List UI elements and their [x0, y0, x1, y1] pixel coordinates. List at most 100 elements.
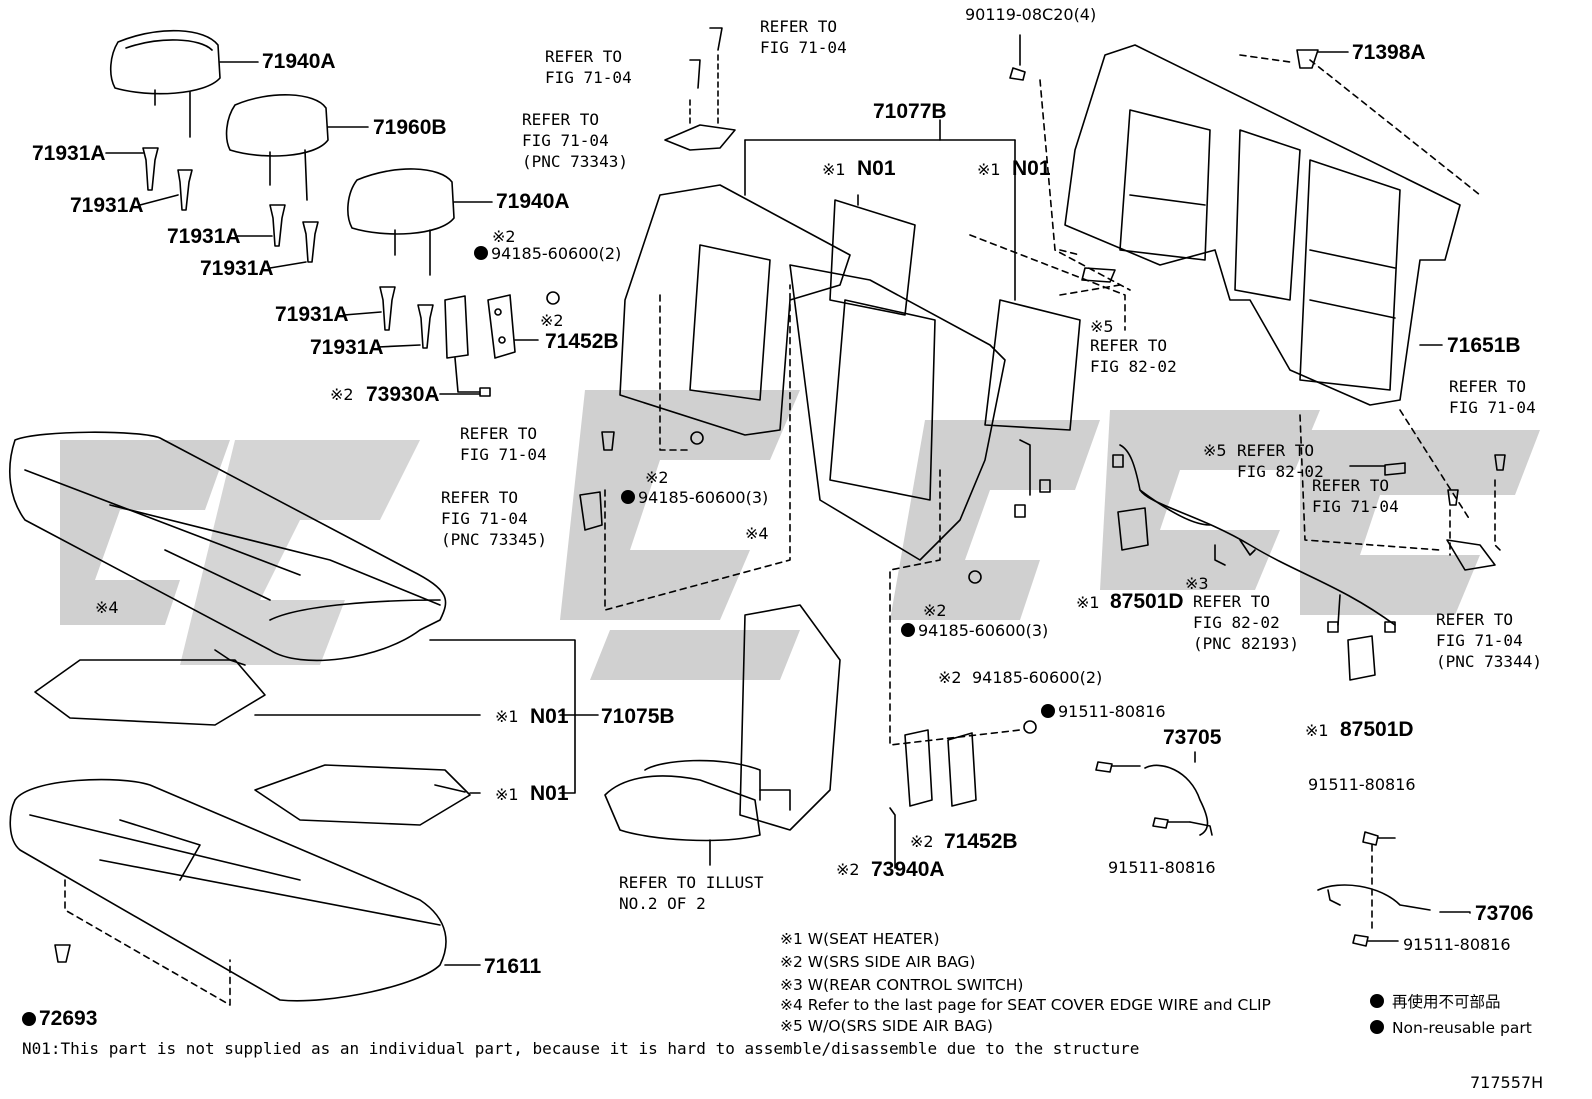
code-94185-b-text: 94185-60600(3) — [638, 488, 769, 507]
code-94185-b: 94185-60600(3) — [621, 490, 768, 506]
label-n01-d: N01 — [530, 782, 569, 805]
note-4: ※4 Refer to the last page for SEAT COVER… — [780, 996, 1271, 1014]
headrest-71960b — [225, 94, 369, 201]
mark-1-n01-a: ※1 — [822, 160, 846, 179]
label-n01-c: N01 — [530, 705, 569, 728]
non-reusable-dot-icon — [621, 490, 635, 504]
legend-jp: 再使用不可部品 — [1370, 994, 1500, 1011]
code-91511-b: 91511-80816 — [1108, 858, 1216, 877]
seat-cushion-assy-71611 — [9, 778, 481, 1002]
label-72693: 72693 — [22, 1008, 97, 1029]
refer-fig-71-04-pnc73344[interactable]: REFER TO FIG 71-04 (PNC 73344) — [1436, 610, 1542, 671]
code-91511-a: 91511-80816 — [1041, 704, 1166, 720]
label-71960b: 71960B — [373, 116, 447, 139]
watermark-logo — [60, 390, 1540, 680]
control-switch-87501d — [1117, 507, 1376, 681]
footnote-n01: N01:This part is not supplied as an indi… — [22, 1039, 1140, 1058]
label-n01-b: N01 — [1012, 157, 1051, 180]
refer-fig-71-04-c[interactable]: REFER TO FIG 71-04 — [460, 424, 547, 464]
code-94185-a: 94185-60600(2) — [474, 246, 621, 262]
headrest-71940a-top — [109, 29, 259, 138]
label-71398a: 71398A — [1352, 41, 1426, 64]
center-armrest — [604, 604, 841, 866]
non-reusable-dot-icon — [901, 623, 915, 637]
note-5: ※5 W/O(SRS SIDE AIR BAG) — [780, 1017, 993, 1035]
hinge-bracket-73343 — [664, 27, 736, 151]
refer-fig-71-04-b[interactable]: REFER TO FIG 71-04 — [545, 47, 632, 87]
mark-2-73930a: ※2 — [330, 385, 354, 404]
refer-illust-no2[interactable]: REFER TO ILLUST NO.2 OF 2 — [619, 873, 764, 913]
refer-fig-71-04-e[interactable]: REFER TO FIG 71-04 — [1312, 476, 1399, 516]
non-reusable-dot-icon — [1370, 994, 1384, 1008]
mark-5-fig-82-02-b: ※5 — [1203, 441, 1227, 460]
legend-jp-text: 再使用不可部品 — [1391, 993, 1501, 1011]
non-reusable-dot-icon — [22, 1012, 36, 1026]
label-73930a: 73930A — [366, 383, 440, 406]
label-73705: 73705 — [1163, 726, 1222, 749]
label-71931a-5: 71931A — [275, 303, 349, 326]
mark-3-pnc82193: ※3 — [1185, 574, 1209, 593]
mark-1-n01-c: ※1 — [495, 707, 519, 726]
code-91511-c: 91511-80816 — [1308, 775, 1416, 794]
mark-4-edge-wire-a: ※4 — [745, 524, 769, 543]
wire-harness-82193 — [1014, 439, 1396, 633]
mark-2-94185-d: ※2 — [938, 668, 962, 687]
label-73706: 73706 — [1475, 902, 1534, 925]
seatback-cover-71077b — [619, 119, 1081, 561]
note-3: ※3 W(REAR CONTROL SWITCH) — [780, 976, 1024, 994]
mark-2-94185-a: ※2 — [492, 227, 516, 246]
mark-2-bracket-left: ※2 — [540, 311, 564, 330]
label-71611: 71611 — [484, 955, 542, 978]
seatback-assy-71651b — [1064, 44, 1461, 406]
label-71931a-6: 71931A — [310, 336, 384, 359]
label-71940a-mid: 71940A — [496, 190, 570, 213]
refer-fig-82-02-pnc82193[interactable]: REFER TO FIG 82-02 (PNC 82193) — [1193, 592, 1299, 653]
seat-cushion-cover — [9, 431, 447, 662]
seat-heater-pads — [34, 649, 481, 826]
label-72693-text: 72693 — [39, 1007, 98, 1030]
code-90119-08c20: 90119-08C20(4) — [965, 5, 1097, 24]
mark-1-n01-b: ※1 — [977, 160, 1001, 179]
legend-en-text: Non-reusable part — [1391, 1019, 1532, 1037]
label-71452b-left: 71452B — [545, 330, 619, 353]
note-2: ※2 W(SRS SIDE AIR BAG) — [780, 953, 976, 971]
refer-fig-82-02-a[interactable]: REFER TO FIG 82-02 — [1090, 336, 1177, 376]
label-71931a-3: 71931A — [167, 225, 241, 248]
refer-fig-71-04-pnc73343[interactable]: REFER TO FIG 71-04 (PNC 73343) — [522, 110, 628, 171]
refer-fig-71-04-d[interactable]: REFER TO FIG 71-04 — [1449, 377, 1536, 417]
code-94185-a-text: 94185-60600(2) — [491, 244, 622, 263]
side-airbag-right — [690, 431, 1037, 869]
label-87501d-a: 87501D — [1110, 590, 1184, 613]
label-71931a-2: 71931A — [70, 194, 144, 217]
note-1: ※1 W(SEAT HEATER) — [780, 930, 940, 948]
label-71077b: 71077B — [873, 100, 947, 123]
mark-2-94185-c: ※2 — [923, 601, 947, 620]
dashed-guides — [64, 54, 1501, 1006]
mark-4-edge-wire-b: ※4 — [95, 598, 119, 617]
mark-2-73940a: ※2 — [836, 860, 860, 879]
code-91511-d: 91511-80816 — [1403, 935, 1511, 954]
code-91511-a-text: 91511-80816 — [1058, 702, 1166, 721]
fasteners — [579, 34, 1506, 947]
legend-en: Non-reusable part — [1370, 1020, 1532, 1037]
label-73940a: 73940A — [871, 858, 945, 881]
mark-1-87501d-a: ※1 — [1076, 593, 1100, 612]
label-87501d-b: 87501D — [1340, 718, 1414, 741]
refer-fig-82-02-b[interactable]: REFER TO FIG 82-02 — [1237, 441, 1324, 481]
refer-fig-71-04-pnc73345[interactable]: REFER TO FIG 71-04 (PNC 73345) — [441, 488, 547, 549]
label-71940a-top: 71940A — [262, 50, 336, 73]
headrest-71940a-mid — [347, 168, 493, 276]
leader-lines — [429, 639, 1471, 914]
refer-fig-71-04-a[interactable]: REFER TO FIG 71-04 — [760, 17, 847, 57]
label-71931a-4: 71931A — [200, 257, 274, 280]
mark-2-94185-b: ※2 — [645, 468, 669, 487]
non-reusable-dot-icon — [474, 246, 488, 260]
label-71075b: 71075B — [601, 705, 675, 728]
label-71651b: 71651B — [1447, 334, 1521, 357]
label-71452b-right: 71452B — [944, 830, 1018, 853]
illustration-id: 717557H — [1470, 1073, 1544, 1092]
seatbelt-cables — [1144, 751, 1471, 913]
code-94185-c: 94185-60600(3) — [901, 623, 1048, 639]
